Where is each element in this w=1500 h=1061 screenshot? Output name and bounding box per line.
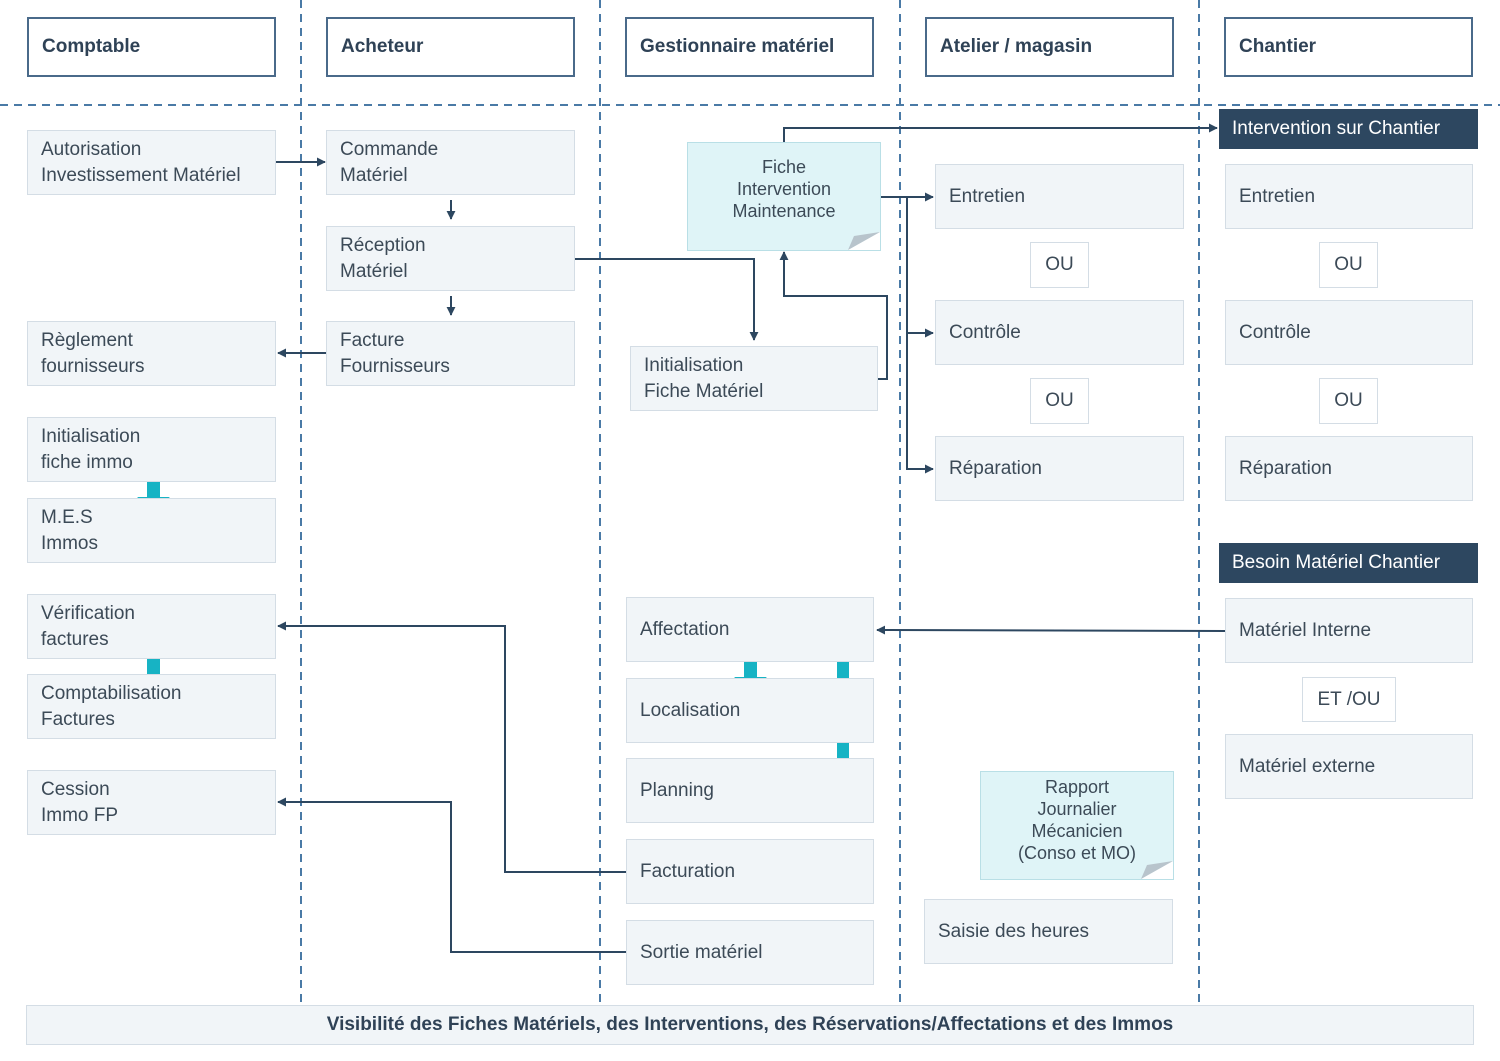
box-atelier-entretien: Entretien [935, 164, 1184, 229]
box-atelier-controle: Contrôle [935, 300, 1184, 365]
page-fold-icon [848, 232, 880, 250]
box-materiel-externe: Matériel externe [1225, 734, 1473, 799]
box-chantier-entretien: Entretien [1225, 164, 1473, 229]
label-et-ou: ET /OU [1302, 677, 1396, 722]
arrow-interne-affectation [876, 625, 1226, 635]
arrow-initfiche-fiche [779, 251, 888, 380]
title-intervention-chantier: Intervention sur Chantier [1219, 109, 1478, 149]
header-comptable: Comptable [27, 17, 276, 77]
arrow-sortie-cession [277, 797, 626, 953]
arrow-reception-initfiche [575, 258, 759, 341]
box-facturation: Facturation [626, 839, 874, 904]
box-materiel-interne: Matériel Interne [1225, 598, 1473, 663]
box-chantier-controle: Contrôle [1225, 300, 1473, 365]
box-saisie-heures: Saisie des heures [924, 899, 1173, 964]
note-rapport-journalier: Rapport Journalier Mécanicien (Conso et … [980, 771, 1174, 880]
footer-visibility-banner: Visibilité des Fiches Matériels, des Int… [26, 1005, 1474, 1045]
header-gestionnaire: Gestionnaire matériel [625, 17, 874, 77]
box-localisation: Localisation [626, 678, 874, 743]
box-chantier-reparation: Réparation [1225, 436, 1473, 501]
title-besoin-materiel: Besoin Matériel Chantier [1219, 543, 1478, 583]
header-chantier: Chantier [1224, 17, 1473, 77]
note-fiche-intervention: Fiche Intervention Maintenance [687, 142, 881, 251]
label-atelier-ou-1: OU [1030, 242, 1089, 288]
label-chantier-ou-1: OU [1319, 242, 1378, 288]
box-atelier-reparation: Réparation [935, 436, 1184, 501]
label-atelier-ou-2: OU [1030, 378, 1089, 424]
label-chantier-ou-2: OU [1319, 378, 1378, 424]
arrow-fiche-intervention [783, 123, 1218, 142]
header-atelier: Atelier / magasin [925, 17, 1174, 77]
arrow-facturation-verification [277, 621, 626, 873]
box-affectation: Affectation [626, 597, 874, 662]
arrow-fiche-reparation [906, 333, 934, 474]
arrow-fiche-controle [906, 197, 934, 338]
box-sortie-materiel: Sortie matériel [626, 920, 874, 985]
box-planning: Planning [626, 758, 874, 823]
header-acheteur: Acheteur [326, 17, 575, 77]
page-fold-icon [1141, 861, 1173, 879]
